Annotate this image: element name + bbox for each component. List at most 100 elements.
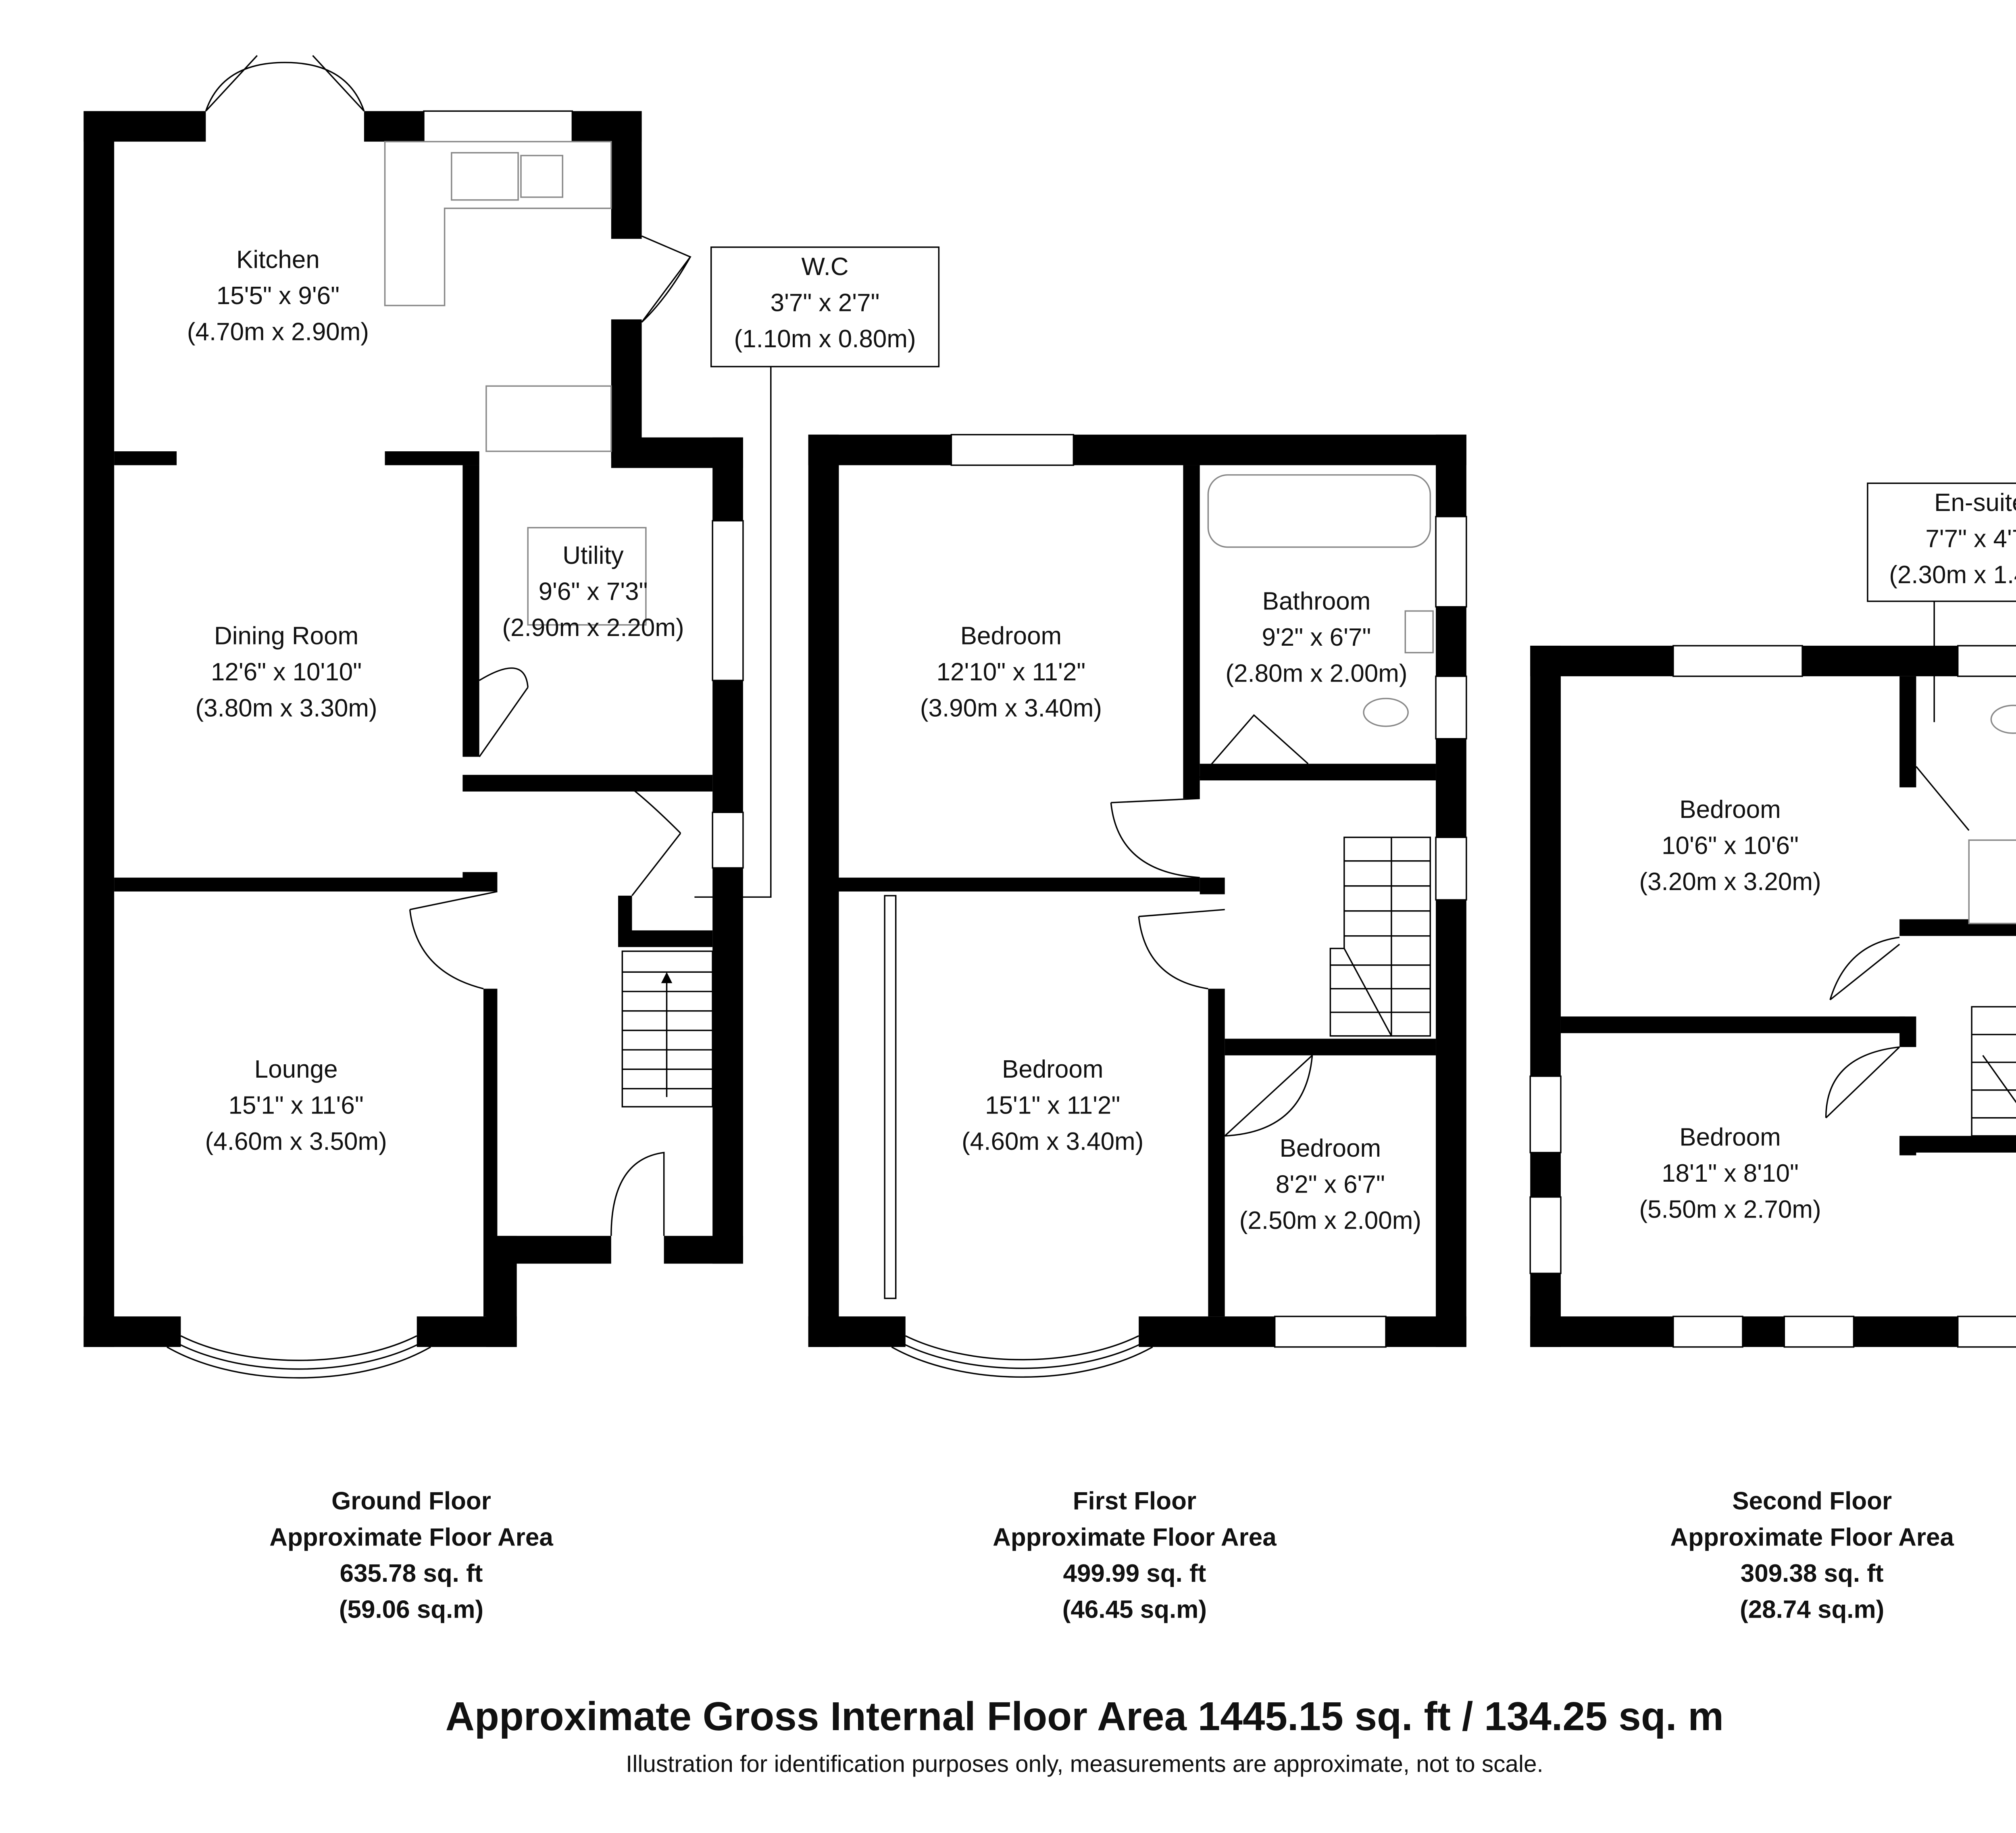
- stairs-icon: [621, 950, 713, 1107]
- door-icon: [1916, 766, 1970, 831]
- svg-text:Ground Floor: Ground Floor: [331, 1487, 491, 1515]
- svg-text:Bedroom: Bedroom: [1002, 1055, 1103, 1083]
- wall: [664, 1236, 743, 1264]
- window: [1672, 1316, 1743, 1348]
- toilet-icon: [1990, 705, 2016, 734]
- bay-window: [167, 1335, 431, 1379]
- room-label-lounge: Lounge 15'1" x 11'6" (4.60m x 3.50m): [205, 1055, 387, 1155]
- ensuite-callout: [1867, 482, 2016, 602]
- wall: [486, 1236, 611, 1264]
- wall: [1225, 1038, 1436, 1055]
- svg-text:7'7" x 4'7": 7'7" x 4'7": [1925, 525, 2016, 553]
- wall: [1208, 988, 1225, 1317]
- svg-text:Utility: Utility: [562, 542, 623, 569]
- wall: [808, 1316, 906, 1347]
- wall: [1200, 878, 1225, 895]
- door-icon: [641, 235, 691, 323]
- svg-text:9'2" x 6'7": 9'2" x 6'7": [1262, 624, 1371, 651]
- svg-text:10'6" x 10'6": 10'6" x 10'6": [1662, 832, 1799, 860]
- window: [1435, 836, 1467, 901]
- svg-text:(4.70m x 2.90m): (4.70m x 2.90m): [187, 318, 369, 346]
- wall: [483, 988, 498, 1317]
- svg-text:(46.45 sq.m): (46.45 sq.m): [1062, 1595, 1207, 1623]
- drainer-icon: [520, 154, 564, 198]
- svg-text:(2.90m x 2.20m): (2.90m x 2.20m): [502, 614, 684, 642]
- window: [712, 520, 744, 681]
- disclaimer: Illustration for identification purposes…: [626, 1751, 1543, 1777]
- door-icon: [409, 890, 498, 990]
- svg-text:(28.74 sq.m): (28.74 sq.m): [1740, 1595, 1884, 1623]
- wall: [1899, 1136, 2016, 1153]
- door-icon: [1199, 714, 1309, 778]
- kitchen-sink-icon: [451, 152, 519, 201]
- toilet-icon: [1363, 698, 1409, 727]
- wall: [839, 878, 1200, 892]
- shower-icon: [1968, 839, 2016, 924]
- svg-text:309.38 sq. ft: 309.38 sq. ft: [1741, 1560, 1884, 1587]
- svg-text:15'1" x 11'6": 15'1" x 11'6": [229, 1091, 364, 1119]
- wall: [1899, 676, 1916, 788]
- second-floor-summary: Second Floor Approximate Floor Area 309.…: [1670, 1487, 1954, 1624]
- room-label-wc: W.C 3'7" x 2'7" (1.10m x 0.80m): [734, 253, 916, 353]
- door-icon: [1110, 798, 1200, 878]
- room-label-utility: Utility 9'6" x 7'3" (2.90m x 2.20m): [502, 542, 684, 642]
- window: [1274, 1316, 1387, 1348]
- kitchen-unit: [485, 385, 612, 452]
- room-label-bedroom-4: Bedroom 10'6" x 10'6" (3.20m x 3.20m): [1639, 796, 1821, 896]
- window: [1435, 676, 1467, 740]
- door-icon: [1224, 1055, 1313, 1137]
- svg-text:W.C: W.C: [802, 253, 849, 281]
- door-icon: [1829, 936, 1900, 1001]
- window: [1529, 1075, 1562, 1153]
- svg-text:Approximate Floor Area: Approximate Floor Area: [993, 1523, 1277, 1551]
- door-icon: [479, 667, 529, 757]
- window: [1957, 645, 2016, 677]
- total-floor-area: Approximate Gross Internal Floor Area 14…: [446, 1694, 1724, 1739]
- doors: [205, 55, 1970, 1236]
- bay-window: [891, 1335, 1153, 1378]
- window: [1957, 1316, 2016, 1348]
- svg-text:(1.10m x 0.80m): (1.10m x 0.80m): [734, 325, 916, 353]
- wall: [83, 111, 115, 1347]
- svg-text:(3.20m x 3.20m): (3.20m x 3.20m): [1639, 868, 1821, 896]
- stairs-icon: [1971, 1006, 2016, 1137]
- svg-text:3'7" x 2'7": 3'7" x 2'7": [771, 289, 880, 317]
- room-label-kitchen: Kitchen 15'5" x 9'6" (4.70m x 2.90m): [187, 246, 369, 346]
- bath-icon: [1207, 474, 1431, 548]
- wall: [1560, 1016, 1905, 1033]
- door-icon: [205, 55, 365, 112]
- room-label-dining-room: Dining Room 12'6" x 10'10" (3.80m x 3.30…: [196, 622, 377, 722]
- wall: [1899, 1016, 1916, 1047]
- svg-text:Second Floor: Second Floor: [1732, 1487, 1892, 1515]
- basin-icon: [1404, 610, 1434, 654]
- wall: [1530, 1316, 2016, 1347]
- windows: [167, 110, 2016, 1379]
- room-label-bedroom-5: Bedroom 18'1" x 8'10" (5.50m x 2.70m): [1639, 1124, 1821, 1224]
- svg-text:First Floor: First Floor: [1073, 1487, 1196, 1515]
- svg-text:(2.30m x 1.40m): (2.30m x 1.40m): [1889, 561, 2016, 589]
- room-label-bedroom-2: Bedroom 15'1" x 11'2" (4.60m x 3.40m): [962, 1055, 1143, 1155]
- svg-text:(2.80m x 2.00m): (2.80m x 2.00m): [1225, 660, 1407, 688]
- svg-text:(3.80m x 3.30m): (3.80m x 3.30m): [196, 694, 377, 722]
- room-label-ensuite: En-suite 7'7" x 4'7" (2.30m x 1.40m): [1889, 489, 2016, 589]
- svg-text:18'1" x 8'10": 18'1" x 8'10": [1662, 1159, 1799, 1187]
- wall: [808, 434, 839, 1347]
- wall: [618, 930, 713, 947]
- window: [1783, 1316, 1855, 1348]
- svg-text:Lounge: Lounge: [254, 1055, 338, 1083]
- wall: [462, 775, 713, 792]
- wall: [83, 1316, 181, 1347]
- svg-text:499.99 sq. ft: 499.99 sq. ft: [1063, 1560, 1206, 1587]
- svg-text:9'6" x 7'3": 9'6" x 7'3": [539, 578, 648, 605]
- window: [1435, 516, 1467, 608]
- wall: [1899, 1139, 1916, 1155]
- stairs-icon: [1329, 836, 1431, 1037]
- svg-text:(4.60m x 3.40m): (4.60m x 3.40m): [962, 1128, 1143, 1155]
- wall: [611, 111, 642, 239]
- fixtures: [205, 55, 2016, 1236]
- svg-text:15'5" x 9'6": 15'5" x 9'6": [217, 282, 339, 310]
- wall: [1183, 465, 1200, 799]
- window: [884, 895, 897, 1299]
- svg-text:Kitchen: Kitchen: [236, 246, 320, 274]
- wall: [808, 434, 1466, 465]
